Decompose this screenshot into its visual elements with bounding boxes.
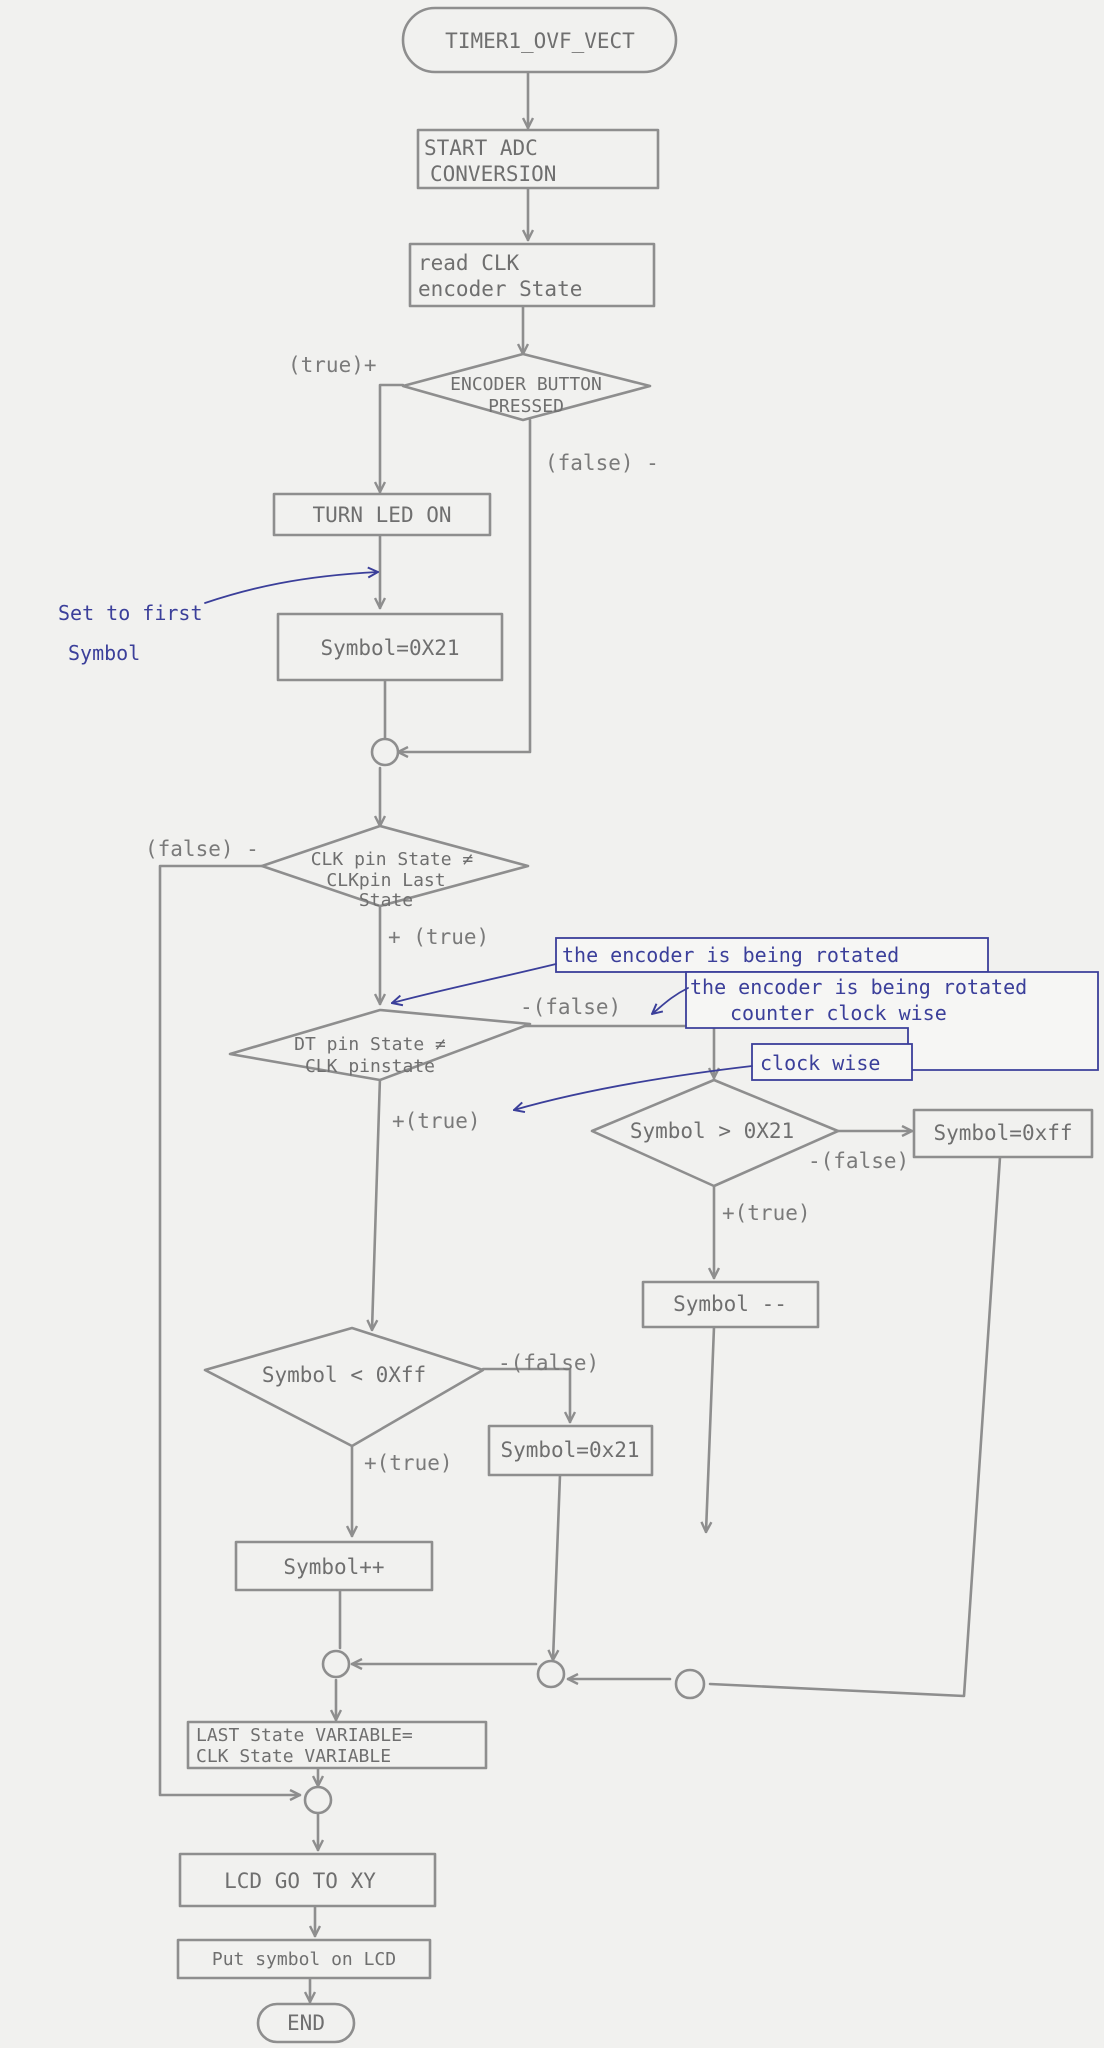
branch-labels: (true)+ (false) - (false) - + (true) -(f… <box>145 353 909 1475</box>
annotation-first-symbol: Set to first Symbol <box>58 572 378 665</box>
decision-button-pressed-line2: PRESSED <box>488 396 564 417</box>
annotation-rotated: the encoder is being rotated <box>392 937 989 1003</box>
decision-clk-line1: CLK pin State ≠ <box>311 849 474 870</box>
decision-clk-pin-state: CLK pin State ≠ CLKpin Last State <box>260 824 530 911</box>
merge-circle-5 <box>303 1785 333 1815</box>
node-start-text: TIMER1_OVF_VECT <box>445 29 635 53</box>
annotation-first-symbol-line2: Symbol <box>68 641 140 665</box>
node-end: END <box>256 2002 356 2044</box>
merge-circle-1 <box>370 737 400 767</box>
annotation-first-symbol-line1: Set to first <box>58 601 203 625</box>
node-symbol-dec: Symbol -- <box>641 1280 820 1329</box>
node-start-adc: START ADC CONVERSION <box>416 128 660 190</box>
merge-circle-2 <box>321 1649 351 1679</box>
node-read-clk-line1: read CLK <box>418 251 520 275</box>
decision-symbol-lt-text: Symbol < 0Xff <box>262 1363 426 1387</box>
node-symbol-first-text: Symbol=0X21 <box>320 636 459 660</box>
decision-symbol-gt: Symbol > 0X21 <box>590 1078 840 1188</box>
decision-symbol-gt-text: Symbol > 0X21 <box>630 1119 794 1143</box>
decision-symbol-lt: Symbol < 0Xff <box>203 1326 485 1448</box>
connectors <box>158 70 1002 2004</box>
label-clk-false: (false) - <box>145 837 259 861</box>
node-read-clk: read CLK encoder State <box>408 242 656 308</box>
node-lcd-goto-text: LCD GO TO XY <box>224 1869 376 1893</box>
label-dt-false: -(false) <box>520 995 621 1019</box>
node-turn-led-on-text: TURN LED ON <box>312 503 451 527</box>
merge-circle-4 <box>674 1668 706 1700</box>
node-turn-led-on: TURN LED ON <box>272 492 492 537</box>
decision-button-pressed-line1: ENCODER BUTTON <box>450 374 602 395</box>
node-lcd-put: Put symbol on LCD <box>176 1938 432 1980</box>
label-clk-true: + (true) <box>388 925 489 949</box>
node-end-text: END <box>287 2011 325 2035</box>
node-symbol-inc-text: Symbol++ <box>283 1555 384 1579</box>
node-start: TIMER1_OVF_VECT <box>401 6 678 74</box>
node-symbol-dec-text: Symbol -- <box>673 1292 787 1316</box>
label-button-true: (true)+ <box>288 353 377 377</box>
decision-dt-line2: CLK pinstate <box>305 1056 435 1077</box>
node-symbol-21-text: Symbol=0x21 <box>500 1438 639 1462</box>
node-last-state: LAST State VARIABLE= CLK State VARIABLE <box>186 1720 488 1770</box>
decision-dt-pin-state: DT pin State ≠ CLK pinstate <box>228 1008 532 1082</box>
node-last-state-line1: LAST State VARIABLE= <box>196 1725 413 1746</box>
annotation-counter-clock-wise: the encoder is being rotated counter clo… <box>652 971 1099 1071</box>
node-start-adc-line2: CONVERSION <box>430 162 556 186</box>
decision-clk-line3: State <box>359 890 413 911</box>
label-gt-true: +(true) <box>722 1201 811 1225</box>
label-gt-false: -(false) <box>808 1149 909 1173</box>
decision-button-pressed: ENCODER BUTTON PRESSED <box>401 352 652 422</box>
decision-dt-line1: DT pin State ≠ <box>294 1034 446 1055</box>
label-dt-true: +(true) <box>392 1109 481 1133</box>
node-lcd-goto: LCD GO TO XY <box>178 1852 437 1908</box>
node-symbol-ff: Symbol=0xff <box>912 1108 1094 1159</box>
annotation-clock-wise: clock wise <box>514 1043 913 1110</box>
merge-circle-3 <box>536 1659 566 1689</box>
node-symbol-ff-text: Symbol=0xff <box>933 1121 1072 1145</box>
annotation-ccw-line2: counter clock wise <box>730 1001 947 1025</box>
label-button-false: (false) - <box>545 451 659 475</box>
annotation-cw-text: clock wise <box>760 1051 880 1075</box>
node-symbol-first: Symbol=0X21 <box>276 612 504 682</box>
node-lcd-put-text: Put symbol on LCD <box>212 1949 396 1970</box>
node-last-state-line2: CLK State VARIABLE <box>196 1746 391 1767</box>
label-lt-false: -(false) <box>498 1351 599 1375</box>
node-symbol-inc: Symbol++ <box>234 1540 434 1592</box>
annotation-ccw-line1: the encoder is being rotated <box>690 975 1027 999</box>
annotation-rotated-text: the encoder is being rotated <box>562 943 899 967</box>
label-lt-true: +(true) <box>364 1451 453 1475</box>
decision-clk-line2: CLKpin Last <box>326 870 445 891</box>
node-symbol-21: Symbol=0x21 <box>487 1424 654 1477</box>
node-read-clk-line2: encoder State <box>418 277 582 301</box>
node-start-adc-line1: START ADC <box>424 136 538 160</box>
